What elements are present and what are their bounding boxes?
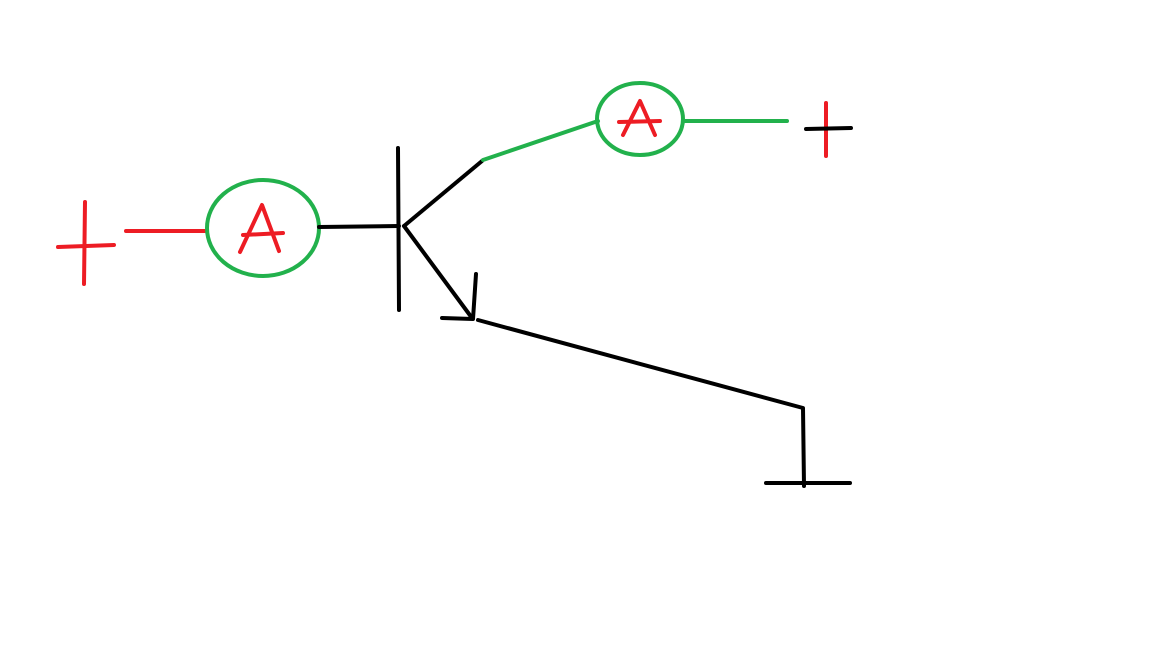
- base-wire: [317, 224, 401, 229]
- plus-vertical-stroke: [82, 200, 87, 286]
- npn-transistor: [396, 146, 484, 321]
- letter-a-crossbar: [617, 119, 662, 124]
- base-supply-plus-terminal: [56, 200, 116, 286]
- emitter-arrow-head: [440, 272, 478, 321]
- emitter-wire: [476, 318, 806, 488]
- transistor-collector-leg: [402, 159, 484, 228]
- letter-a-crossbar: [241, 231, 285, 237]
- base-ammeter-letter-a-glyph: [238, 203, 285, 254]
- plus-horizontal-stroke: [56, 243, 116, 249]
- collector-wire: [481, 119, 600, 162]
- collector-supply-plus-terminal: [804, 101, 853, 158]
- collector-ammeter: [595, 81, 685, 157]
- transistor-emitter-leg: [402, 224, 474, 320]
- collector-ammeter-ring: [595, 81, 685, 157]
- collector-ammeter-letter-a-glyph: [617, 99, 662, 137]
- plus-horizontal-stroke: [804, 126, 853, 131]
- transistor-base-bar: [396, 146, 401, 312]
